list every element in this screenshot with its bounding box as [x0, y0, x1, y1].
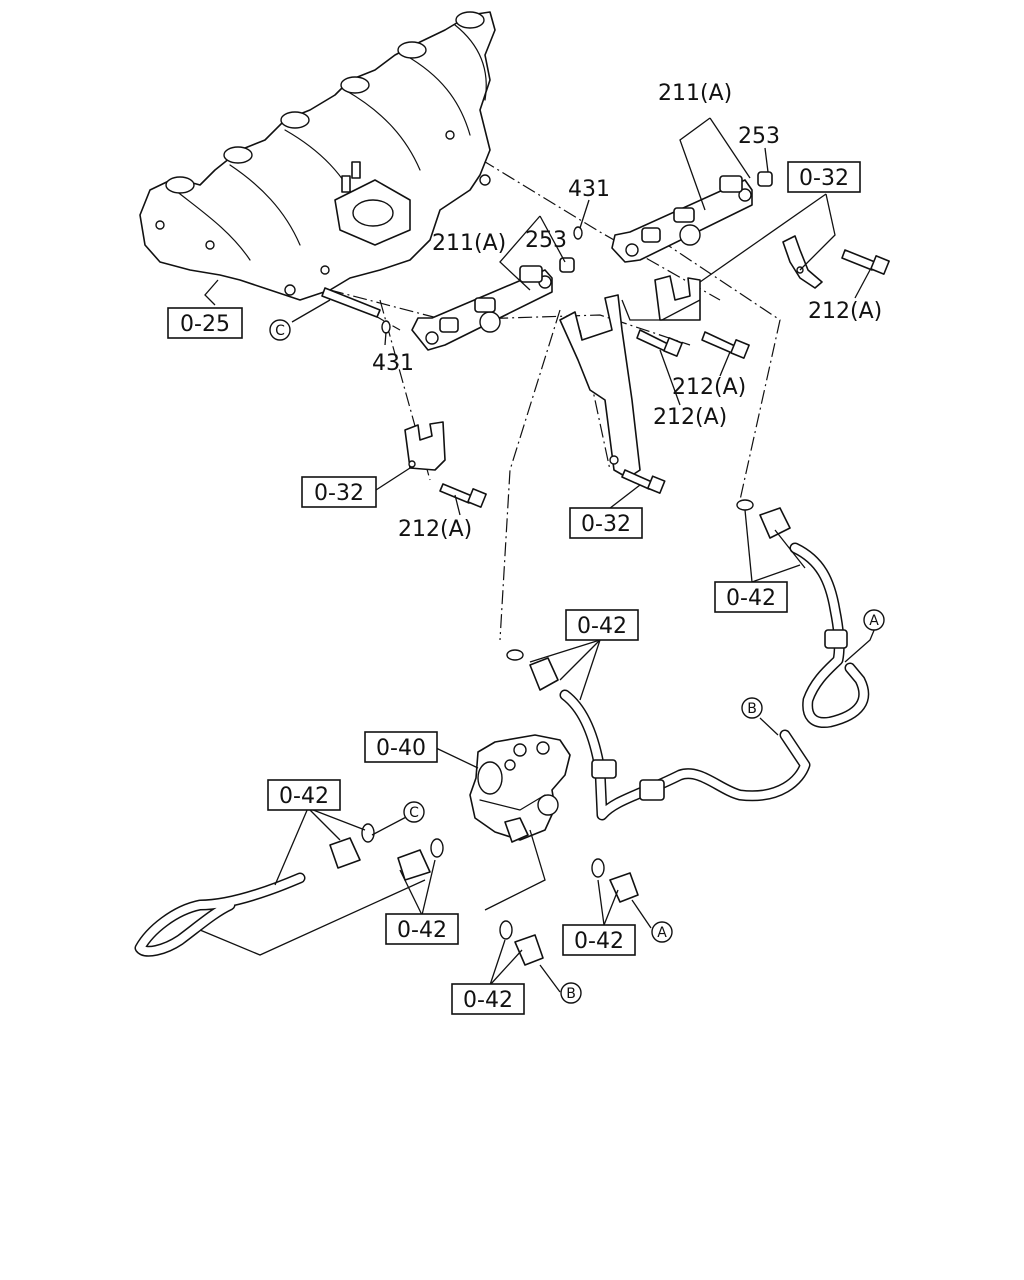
label-253-upper: 253: [738, 124, 780, 149]
svg-text:0-32: 0-32: [314, 481, 364, 506]
cap-253-upper: [757, 171, 773, 187]
oring-431-upper: [573, 226, 583, 240]
ref-a-lower: A: [651, 921, 673, 943]
label-253-lower: 253: [525, 228, 567, 253]
label-212a-left: 212(A): [398, 517, 472, 542]
ref-c-lower: C: [403, 801, 425, 823]
label-431-upper: 431: [568, 177, 610, 202]
svg-text:0-32: 0-32: [581, 512, 631, 537]
svg-text:0-42: 0-42: [577, 614, 627, 639]
oring-431-lower: [381, 320, 391, 334]
fuel-rail-lower: [321, 257, 575, 351]
svg-text:0-42: 0-42: [279, 784, 329, 809]
box-0-42-bottom-right: 0-42: [562, 924, 636, 956]
box-0-42-left: 0-42: [267, 779, 341, 811]
svg-text:0-32: 0-32: [799, 166, 849, 191]
bolt-right: [841, 249, 890, 275]
svg-text:C: C: [409, 805, 419, 821]
circled-refs: C C A A B B: [269, 319, 885, 1004]
fittings: [329, 499, 791, 966]
intake-manifold: [139, 11, 496, 301]
cap-253-lower: [559, 257, 575, 273]
box-0-42-bottom-left: 0-42: [385, 913, 459, 945]
label-211a-lower: 211(A): [432, 231, 506, 256]
bolts: [439, 249, 890, 508]
label-212a-center-2: 212(A): [653, 405, 727, 430]
svg-text:0-42: 0-42: [397, 918, 447, 943]
ref-c-upper: C: [269, 319, 291, 341]
box-0-42-right: 0-42: [714, 581, 788, 613]
boxed-labels: 0-25 0-32 0-32 0-32 0-42 0-42 0-40 0-42: [167, 161, 861, 1015]
svg-text:A: A: [869, 613, 879, 629]
brackets: [404, 235, 823, 479]
box-0-42-bottom: 0-42: [451, 983, 525, 1015]
ref-a-right: A: [863, 609, 885, 631]
ref-b-lower: B: [560, 982, 582, 1004]
box-0-42-center: 0-42: [565, 609, 639, 641]
bolt-center-1: [701, 331, 750, 359]
pipes: [134, 542, 870, 957]
box-0-40: 0-40: [364, 731, 438, 763]
box-0-32-mid: 0-32: [569, 507, 643, 539]
box-0-32-left: 0-32: [301, 476, 377, 508]
svg-text:0-42: 0-42: [726, 586, 776, 611]
fuel-rail-upper: [573, 171, 773, 263]
ref-b-right: B: [741, 697, 763, 719]
svg-text:0-42: 0-42: [574, 929, 624, 954]
svg-text:A: A: [657, 925, 667, 941]
box-0-32-top: 0-32: [787, 161, 861, 193]
bolt-center-2: [636, 329, 683, 357]
water-outlet-housing: [469, 734, 571, 843]
svg-text:B: B: [747, 701, 757, 717]
label-211a-upper: 211(A): [658, 81, 732, 106]
svg-text:B: B: [566, 986, 576, 1002]
callout-labels: 211(A) 253 431 211(A) 253 431 212(A) 212…: [372, 81, 882, 542]
label-212a-center-1: 212(A): [672, 375, 746, 400]
label-431-lower: 431: [372, 351, 414, 376]
label-212a-right: 212(A): [808, 299, 882, 324]
svg-text:0-25: 0-25: [180, 312, 230, 337]
svg-text:0-42: 0-42: [463, 988, 513, 1013]
svg-text:C: C: [275, 323, 285, 339]
box-0-25: 0-25: [167, 307, 243, 339]
leader-lines: [199, 117, 876, 993]
bolt-left: [439, 483, 487, 508]
svg-text:0-40: 0-40: [376, 736, 426, 761]
bolt-mid: [621, 469, 666, 494]
